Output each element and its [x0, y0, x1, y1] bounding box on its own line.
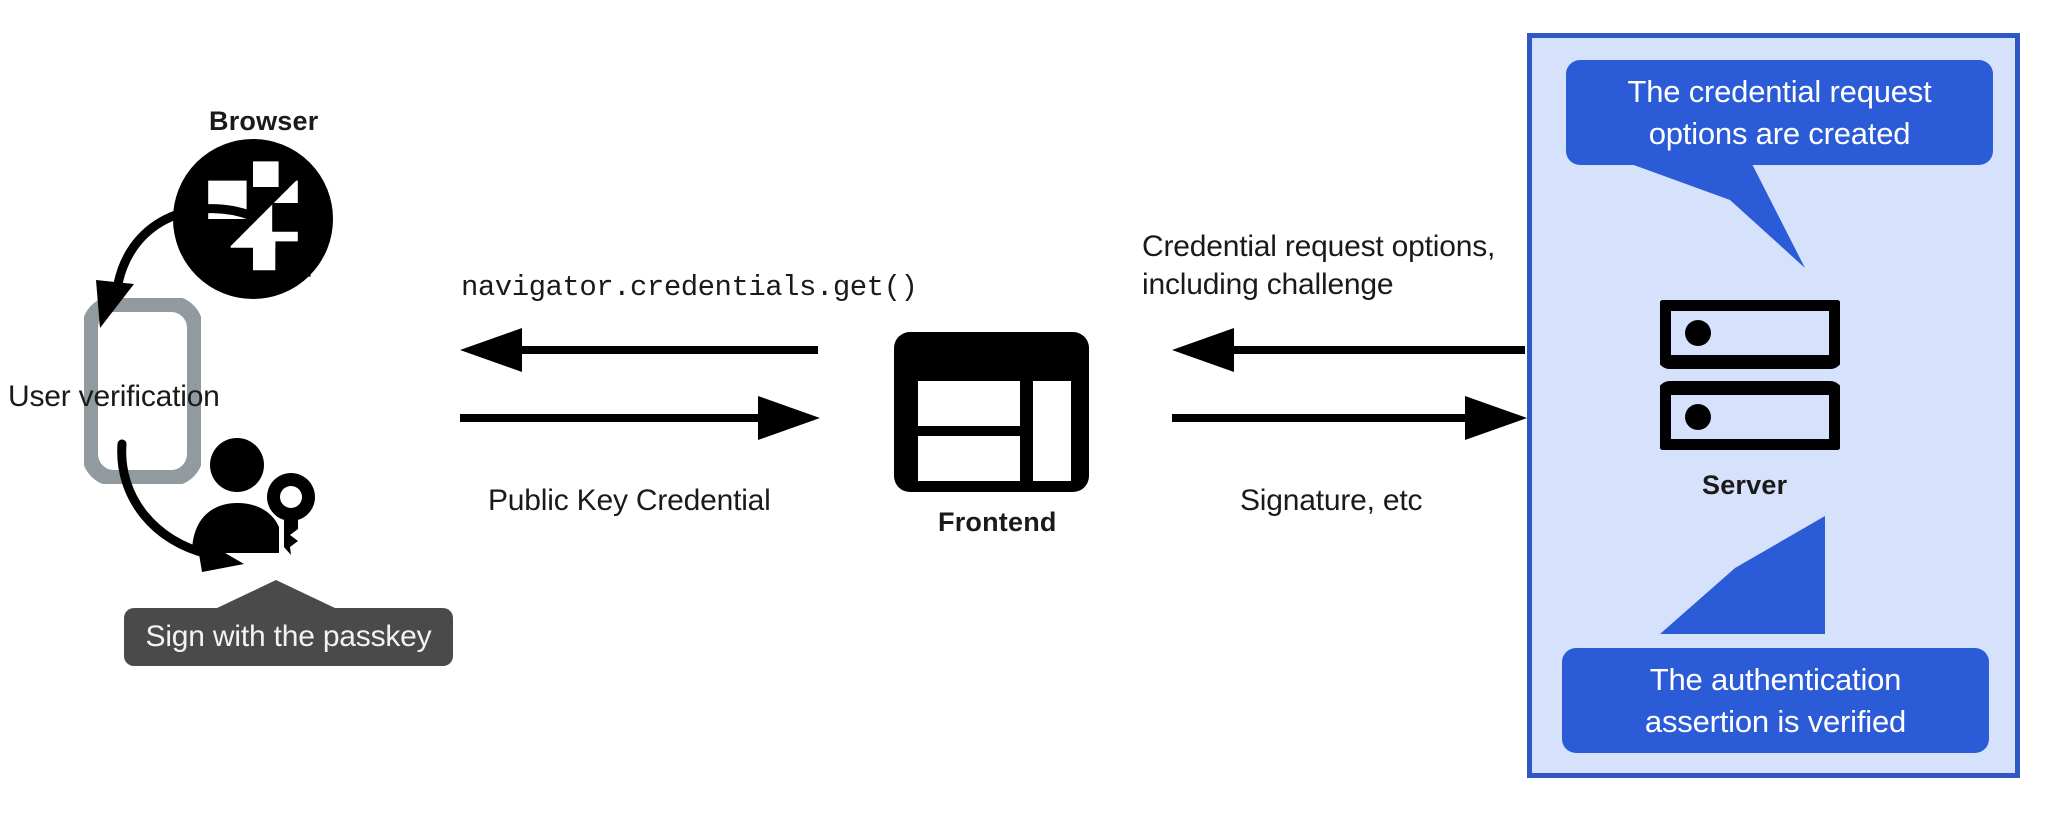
- frontend-label: Frontend: [938, 507, 1057, 537]
- server-label: Server: [1702, 470, 1788, 500]
- callout-bottom-tail: [1660, 516, 1825, 634]
- phone-icon: [84, 298, 201, 484]
- server-rack-icon: [1660, 300, 1840, 450]
- flow-navigator-credentials-get: navigator.credentials.get(): [461, 271, 918, 304]
- flow-signature-etc: Signature, etc: [1240, 484, 1423, 517]
- passkey-tooltip: Sign with the passkey: [124, 608, 453, 666]
- arrow-frontend-to-server: [1172, 396, 1527, 440]
- arrow-frontend-to-browser: [460, 328, 818, 372]
- frontend-window-icon: [894, 332, 1089, 492]
- flow-credential-request-options: Credential request options, including ch…: [1142, 230, 1496, 302]
- person-with-key-icon: [192, 438, 315, 555]
- browser-label: Browser: [209, 106, 319, 136]
- flow-public-key-credential: Public Key Credential: [488, 484, 771, 517]
- callout-authentication-assertion: The authentication assertion is verified: [1562, 648, 1989, 753]
- callout-credential-request-options: The credential request options are creat…: [1566, 60, 1993, 165]
- user-verification-label: User verification: [8, 380, 220, 413]
- callout-top-tail: [1620, 160, 1805, 268]
- arrow-server-to-frontend: [1172, 328, 1525, 372]
- arrow-browser-to-frontend: [460, 396, 820, 440]
- globe-icon: [173, 139, 333, 299]
- arrow-browser-to-phone: [96, 204, 257, 328]
